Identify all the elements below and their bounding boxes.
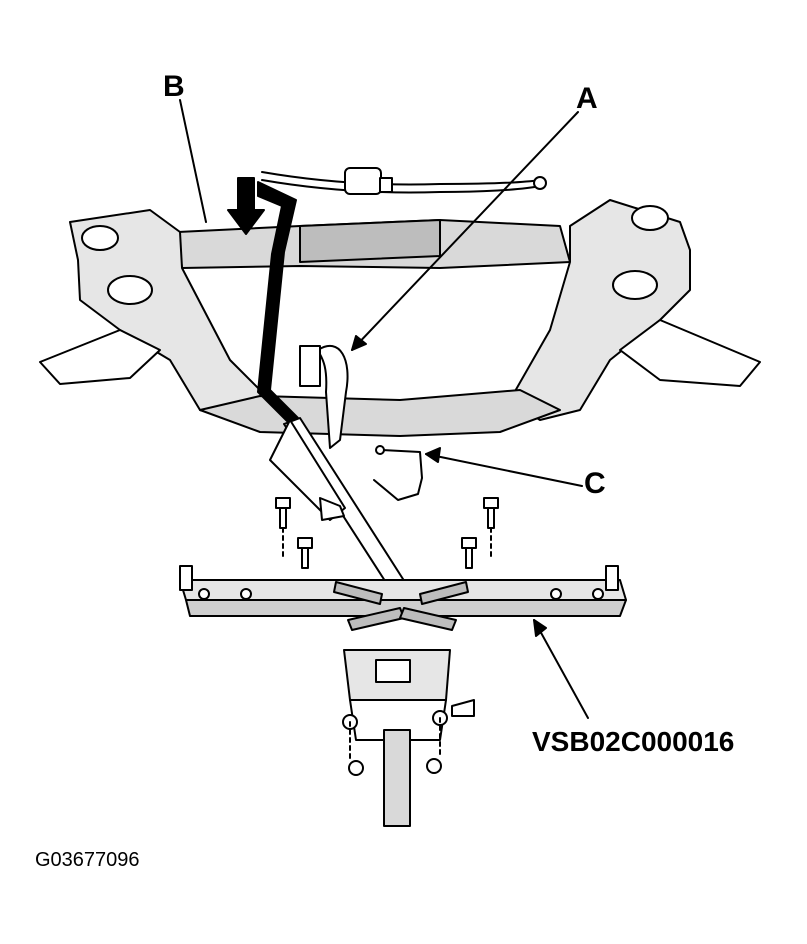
callout-leaders xyxy=(179,99,589,719)
figure-id: G03677096 xyxy=(35,849,140,871)
callout-label-tool-number: VSB02C000016 xyxy=(532,726,735,757)
front-subframe xyxy=(39,199,761,437)
leader-arrowheads xyxy=(351,335,547,637)
callout-label-c: C xyxy=(584,467,606,500)
steering-cable xyxy=(261,167,547,195)
strap-component xyxy=(299,344,349,449)
sensor-bracket xyxy=(373,445,423,501)
callout-label-b: B xyxy=(163,70,185,103)
jack-adapter-bar xyxy=(179,565,627,631)
transmission-jack xyxy=(342,649,475,827)
callout-label-a: A xyxy=(576,82,598,115)
diagonal-brace xyxy=(269,417,411,599)
mounting-bolts xyxy=(275,497,499,569)
